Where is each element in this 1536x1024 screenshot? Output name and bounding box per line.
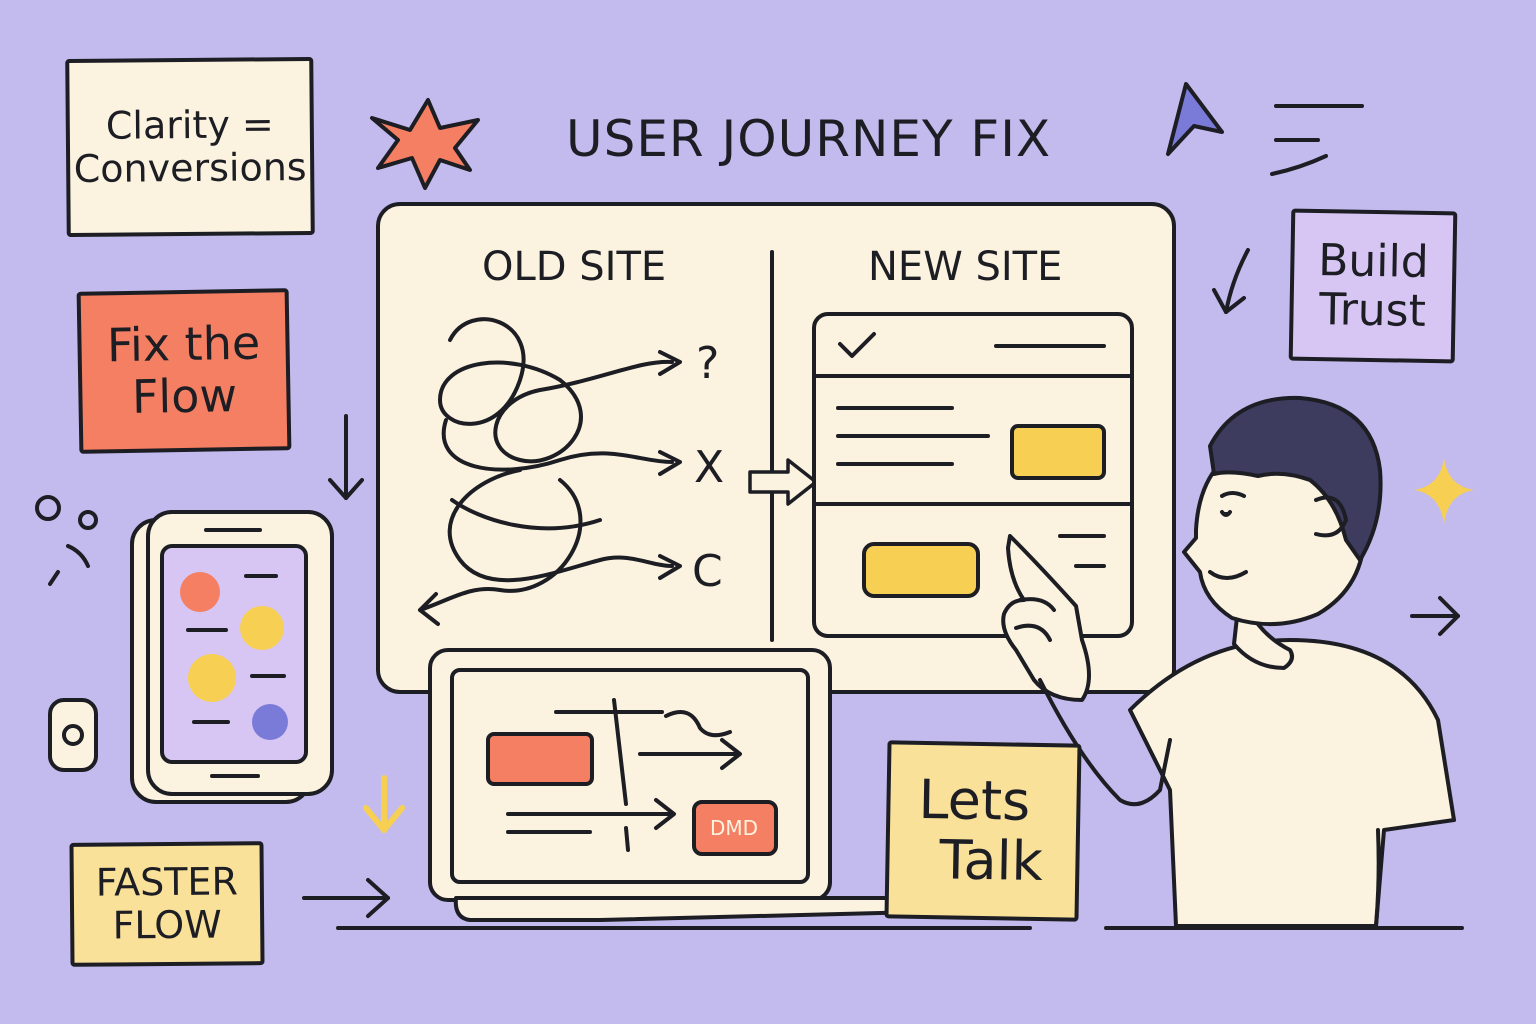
new-site-wireframe — [812, 312, 1134, 638]
note-lets-talk: Lets Talk — [884, 740, 1082, 922]
note-fix-the-flow: Fix the Flow — [76, 288, 292, 454]
outcome-c: C — [692, 546, 723, 597]
sparkle-icon — [1414, 458, 1474, 524]
note-talk-line2: Talk — [938, 828, 1044, 894]
page-title: USER JOURNEY FIX — [566, 110, 1052, 168]
cursor-arrow-icon — [1166, 82, 1224, 156]
smartphone-icon — [130, 510, 334, 804]
starburst-icon — [370, 98, 480, 190]
dots-doodle-icon — [35, 495, 98, 586]
note-fix-line1: Fix the — [106, 316, 261, 373]
outcome-x: X — [694, 442, 725, 493]
old-site-label: OLD SITE — [482, 244, 667, 290]
note-faster-line2: FLOW — [112, 902, 222, 948]
motion-lines-icon — [1270, 104, 1364, 176]
note-clarity-conversions: Clarity = Conversions — [65, 56, 315, 238]
note-clarity-line1: Clarity = — [105, 102, 274, 149]
camera-lens-icon — [48, 698, 98, 772]
note-trust-line2: Trust — [1318, 284, 1427, 337]
small-right-arrow-icon — [1410, 596, 1460, 636]
note-fix-line2: Flow — [131, 368, 238, 424]
note-faster-line1: FASTER — [95, 859, 239, 906]
outline-right-arrow-icon — [748, 458, 818, 506]
new-site-label: NEW SITE — [868, 244, 1063, 290]
note-talk-line1: Lets — [918, 767, 1031, 833]
note-trust-line1: Build — [1317, 234, 1430, 288]
outcome-question: ? — [696, 338, 720, 389]
tangled-path-icon — [418, 317, 682, 626]
laptop-badge: DMD — [710, 816, 759, 840]
right-arrow-icon — [302, 878, 390, 918]
note-clarity-line2: Conversions — [73, 144, 307, 192]
note-build-trust: Build Trust — [1288, 208, 1458, 364]
down-arrow-icon — [328, 414, 364, 500]
curved-arrow-icon — [1212, 248, 1250, 314]
note-faster-flow: FASTER FLOW — [69, 841, 265, 967]
laptop-icon — [428, 648, 927, 922]
check-icon — [838, 332, 876, 358]
presenter-person — [1001, 395, 1456, 928]
yellow-down-arrow-icon — [363, 775, 405, 833]
